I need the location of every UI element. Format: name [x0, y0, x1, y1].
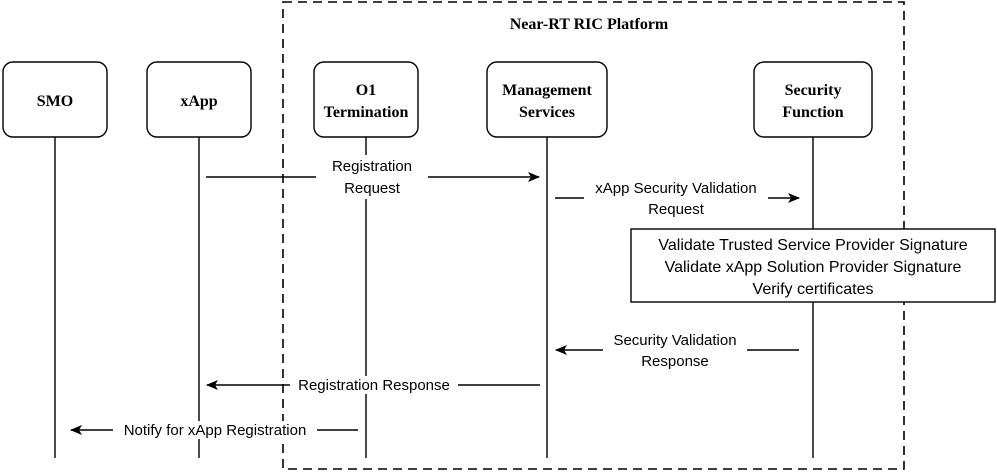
message-registration-response: Registration Response	[206, 376, 540, 394]
security-validation-request-label-line2: Request	[648, 201, 705, 218]
participant-sec-label-line1: Security	[785, 82, 842, 99]
message-notify-registration: Notify for xApp Registration	[70, 421, 358, 439]
participant-mgmt-label-line2: Services	[519, 104, 575, 121]
notify-registration-label: Notify for xApp Registration	[124, 422, 307, 439]
platform-title: Near-RT RIC Platform	[510, 16, 669, 33]
message-security-validation-response: Security Validation Response	[555, 330, 799, 370]
participant-security-function: Security Function	[753, 61, 873, 138]
participant-smo-label: SMO	[37, 93, 73, 110]
participant-sec-label-line2: Function	[782, 104, 843, 121]
participant-smo: SMO	[2, 61, 108, 138]
message-security-validation-request: xApp Security Validation Request	[555, 178, 800, 220]
security-validation-request-label-line1: xApp Security Validation	[595, 180, 756, 197]
registration-response-label: Registration Response	[298, 377, 450, 394]
platform-boundary	[282, 1, 905, 470]
message-registration-request: Registration Request	[206, 155, 540, 199]
participant-management-services: Management Services	[486, 61, 608, 138]
note-line-3: Verify certificates	[753, 281, 874, 298]
participant-o1-termination: O1 Termination	[313, 61, 419, 138]
participant-mgmt-label-line1: Management	[502, 82, 592, 99]
registration-request-label-line2: Request	[344, 180, 401, 197]
registration-request-label-line1: Registration	[332, 158, 412, 175]
security-validation-response-label-line2: Response	[641, 353, 709, 370]
participant-xapp: xApp	[146, 61, 252, 138]
participant-o1-label-line2: Termination	[324, 104, 409, 121]
security-validation-response-label-line1: Security Validation	[613, 332, 736, 349]
participant-o1-label-line1: O1	[356, 82, 376, 99]
note-line-1: Validate Trusted Service Provider Signat…	[658, 237, 967, 254]
participant-xapp-label: xApp	[180, 93, 217, 110]
validation-note: Validate Trusted Service Provider Signat…	[630, 228, 996, 303]
note-line-2: Validate xApp Solution Provider Signatur…	[665, 259, 962, 276]
